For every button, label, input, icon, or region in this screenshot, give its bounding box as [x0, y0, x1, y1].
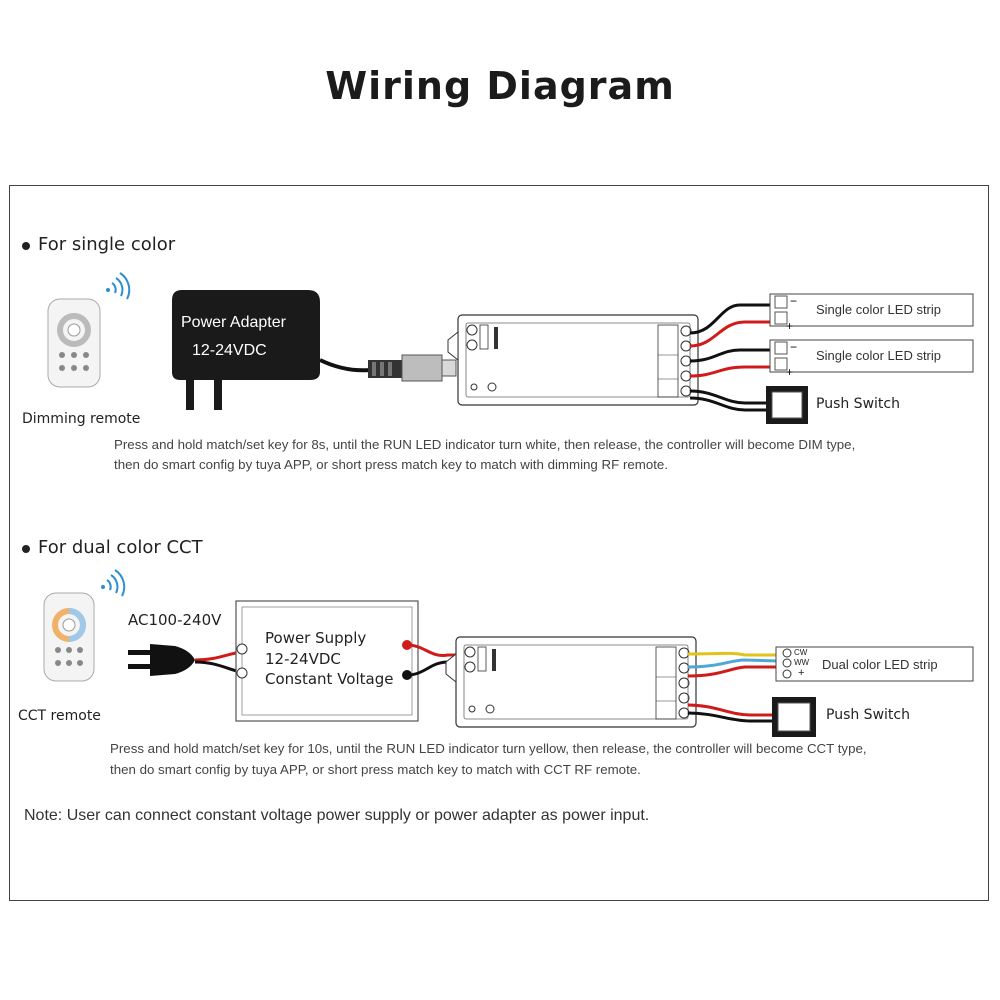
led-strip-2-label: Single color LED strip	[816, 348, 941, 363]
instruction-single-line1: Press and hold match/set key for 8s, unt…	[114, 437, 856, 452]
output-wires-single	[689, 303, 770, 412]
svg-text:+: +	[786, 365, 793, 379]
strip-terminal-plus: +	[798, 667, 805, 679]
strip-terminal-ww: WW	[794, 658, 810, 667]
adapter-label-line2: 12-24VDC	[192, 342, 267, 359]
controller-ear	[447, 330, 459, 362]
controller-ear	[445, 652, 457, 684]
ac-voltage-label: AC100-240V	[128, 611, 222, 629]
wireless-signal-icon	[101, 569, 126, 597]
led-strip-1: − +	[769, 293, 974, 333]
instruction-single-line2: then do smart config by tuya APP, or sho…	[114, 457, 669, 472]
section-bullet	[22, 242, 30, 250]
section-heading-single: For single color	[38, 234, 176, 255]
power-adapter-image	[172, 290, 457, 410]
led-strip-1-label: Single color LED strip	[816, 302, 941, 317]
push-switch-single-image	[766, 386, 808, 424]
output-wires-cct	[687, 651, 779, 723]
adapter-label-line1: Power Adapter	[181, 314, 286, 331]
power-supply-box	[235, 600, 419, 722]
section-bullet	[22, 545, 30, 553]
psu-label-line1: Power Supply	[265, 629, 367, 647]
psu-label-line3: Constant Voltage	[265, 670, 394, 688]
push-switch-cct-label: Push Switch	[826, 707, 910, 723]
cct-remote-image	[43, 592, 95, 682]
instruction-cct-line2: then do smart config by tuya APP, or sho…	[110, 762, 641, 777]
dual-color-led-strip	[775, 646, 974, 682]
instruction-cct-line1: Press and hold match/set key for 10s, un…	[110, 741, 867, 756]
power-input-note: Note: User can connect constant voltage …	[24, 807, 650, 824]
cct-remote-label: CCT remote	[18, 708, 101, 724]
svg-text:−: −	[790, 340, 797, 354]
dimming-remote-label: Dimming remote	[22, 411, 141, 427]
push-switch-single-label: Push Switch	[816, 396, 900, 412]
page-title: Wiring Diagram	[325, 64, 675, 108]
svg-text:+: +	[786, 319, 793, 333]
controller-single-image	[457, 314, 699, 406]
strip-terminal-cw: CW	[794, 648, 808, 657]
diagram-frame	[9, 185, 989, 901]
dual-color-led-strip-label: Dual color LED strip	[822, 657, 938, 672]
dimming-remote-image	[47, 298, 101, 388]
led-strip-2: − +	[769, 339, 974, 379]
push-switch-cct-image	[772, 697, 816, 737]
ac-plug-image	[128, 644, 241, 676]
svg-text:−: −	[790, 294, 797, 308]
controller-cct-image	[455, 636, 697, 728]
wireless-signal-icon	[106, 272, 131, 300]
section-heading-cct: For dual color CCT	[38, 537, 203, 558]
psu-label-line2: 12-24VDC	[265, 650, 341, 668]
